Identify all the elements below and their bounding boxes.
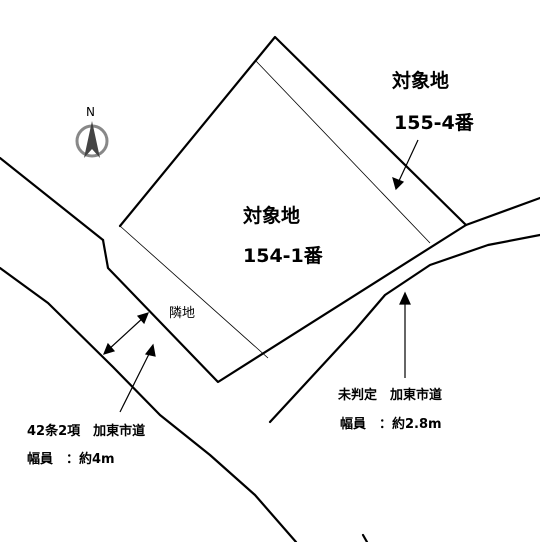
parcel-outline [101, 35, 468, 384]
west-road-lower-edge [0, 266, 298, 542]
parcel-divider-west [119, 225, 269, 359]
west-road-width: 幅員 ：約4m [27, 452, 115, 467]
adjacent-parcel-number: 155-4番 [394, 112, 474, 134]
road-width-measure [107, 316, 145, 351]
adjacent-parcel-pointer-head [392, 176, 405, 191]
adjacent-parcel-pointer [397, 139, 419, 184]
road-width-measure-head-b [136, 312, 150, 325]
neighbor-lot-label: 隣地 [169, 306, 196, 321]
road-width-measure-head-a [102, 342, 116, 355]
parcel-divider-east [255, 60, 431, 244]
west-road-pointer-head [144, 343, 156, 357]
west-road-upper-edge [0, 156, 105, 242]
south-edge [361, 533, 369, 542]
east-road-width: 幅員 ：約2.8m [340, 417, 442, 432]
main-parcel-title: 対象地 [243, 205, 301, 227]
east-road-lower-edge [268, 233, 540, 424]
west-road-label: 42条2項 加東市道 [27, 424, 146, 439]
east-road-pointer-head [399, 291, 411, 305]
main-parcel-number: 154-1番 [243, 245, 323, 267]
compass-letter: N [86, 105, 95, 119]
west-road-pointer [119, 351, 151, 413]
north-arrow-icon [75, 121, 109, 158]
adjacent-parcel-title: 対象地 [392, 70, 450, 92]
east-road-label: 未判定 加東市道 [338, 388, 443, 403]
east-road-upper-edge [464, 196, 540, 227]
